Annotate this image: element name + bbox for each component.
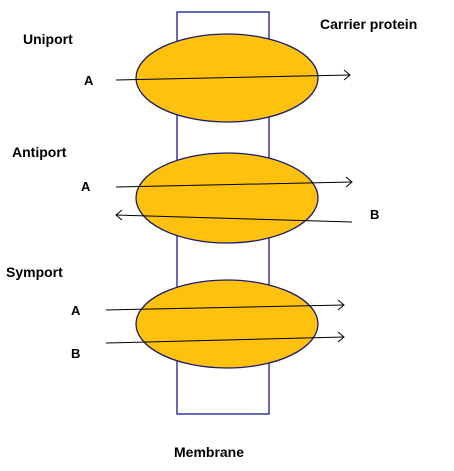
membrane-label: Membrane (174, 444, 245, 460)
antiport-label-a: A (81, 179, 91, 194)
symport-label-a: A (71, 303, 81, 318)
antiport-carrier-protein (135, 152, 319, 244)
symport-label-b: B (71, 346, 81, 361)
symport-carrier-protein (135, 279, 319, 369)
antiport-heading: Antiport (12, 144, 67, 160)
uniport-label-a: A (84, 73, 94, 88)
uniport-arrow-a (115, 69, 351, 81)
antiport-label-b: B (370, 207, 380, 222)
antiport-arrow-b (115, 209, 353, 223)
symport-arrow-a (105, 299, 345, 311)
carrier-protein-label: Carrier protein (320, 16, 418, 32)
symport-arrow-b (105, 331, 345, 344)
antiport-arrow-a (115, 176, 353, 188)
symport-heading: Symport (6, 264, 63, 280)
uniport-heading: Uniport (23, 31, 73, 47)
